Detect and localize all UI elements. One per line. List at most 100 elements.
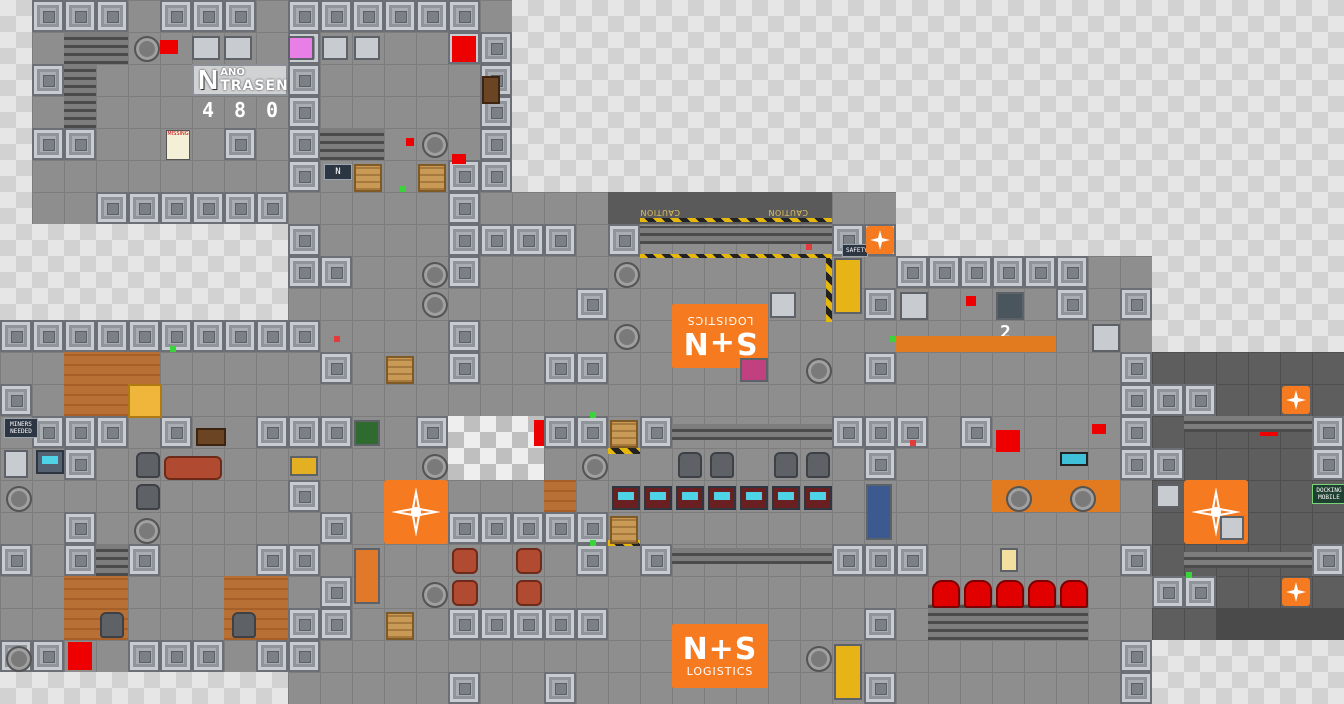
crate-top-a[interactable]: [354, 164, 382, 192]
conveyor-dock-b: [1184, 552, 1312, 568]
hazard-stripe-mid-a: [608, 448, 640, 454]
lounge-chair-c4[interactable]: [516, 580, 542, 606]
mining-console-left[interactable]: [4, 450, 28, 478]
lab-machine-top[interactable]: [224, 36, 252, 60]
star-pad-dock-top: [1282, 386, 1310, 414]
miners-needed-sign: MINERS NEEDED: [4, 418, 38, 438]
dock-floor-dark: [1216, 608, 1344, 640]
brown-table-top: [482, 76, 500, 104]
shutter-left-wing: [96, 544, 128, 576]
lounge-chair-c2[interactable]: [516, 548, 542, 574]
east-console-b[interactable]: [996, 292, 1024, 320]
lounge-chair-c3[interactable]: [452, 580, 478, 606]
room-number: 2: [1000, 322, 1011, 343]
blue-panel-mid[interactable]: [866, 484, 892, 540]
conveyor-mid-b: [672, 548, 832, 564]
vending-center[interactable]: [354, 548, 380, 604]
vent-logistics-e: [806, 646, 832, 672]
star-icon: [1286, 582, 1306, 602]
conveyor-east: [928, 604, 1088, 640]
crate-top-b[interactable]: [418, 164, 446, 192]
shutter-top-left-b: [96, 32, 128, 64]
vent-east-b: [1070, 486, 1096, 512]
east-console-c[interactable]: [1092, 324, 1120, 352]
star-icon: [1191, 487, 1241, 537]
floor-counter-digit-3: 0: [266, 98, 279, 122]
star-icon: [1286, 390, 1306, 410]
vent-left-a: [134, 518, 160, 544]
blood-splatter-east-2: [1092, 424, 1106, 434]
wood-floor-left-lower: [64, 576, 128, 640]
vent-center-d: [422, 582, 448, 608]
nt-sign: N: [324, 164, 352, 180]
blood-splatter-top-4: [406, 138, 414, 146]
blood-splatter-top-2: [452, 36, 476, 62]
conveyor-top: [640, 226, 832, 244]
console-top-right-b[interactable]: [354, 36, 380, 60]
vent-logistics-d: [582, 454, 608, 480]
hazard-stripe-vertical: [826, 258, 832, 322]
crate-mid-a[interactable]: [386, 356, 414, 384]
cargo-machine-a[interactable]: [770, 292, 796, 318]
star-icon: [391, 487, 441, 537]
crate-mid-b[interactable]: [386, 612, 414, 640]
vent-center-b: [422, 292, 448, 318]
chair-left-a[interactable]: [136, 452, 160, 478]
nt-star-pad-center: [384, 480, 448, 544]
office-chair-left-a[interactable]: [100, 612, 124, 638]
blood-splatter-top-3: [452, 154, 466, 164]
vent-center-c: [422, 454, 448, 480]
caution-label-left: CAUTION: [640, 208, 680, 217]
crate-logistics-b[interactable]: [610, 516, 638, 544]
vending-machine-top[interactable]: [192, 36, 220, 60]
checker-floor: [448, 416, 544, 480]
office-chair-left-b[interactable]: [232, 612, 256, 638]
shutter-top-mid: [320, 128, 384, 160]
blood-splatter-top-1: [160, 40, 178, 54]
east-poster: [1000, 548, 1018, 572]
wood-floor-left-lower-b: [224, 576, 288, 640]
blood-red-marker-left: [68, 642, 92, 670]
vent-left-b: [6, 486, 32, 512]
vent-top-mid: [422, 132, 448, 158]
dock-console-b[interactable]: [1220, 516, 1244, 540]
lounge-chair-c1[interactable]: [452, 548, 478, 574]
vent-top-left: [134, 36, 160, 62]
east-screen: [1060, 452, 1088, 466]
red-sofa-left[interactable]: [164, 456, 222, 480]
cargo-machine-b[interactable]: [740, 358, 768, 382]
vent-logistics-b: [614, 262, 640, 288]
console-top-right-a[interactable]: [322, 36, 348, 60]
caution-label-right: CAUTION: [768, 208, 808, 217]
yellow-table: [128, 384, 162, 418]
star-pad-logistics: [866, 226, 894, 254]
safety-sign: SAFETY: [842, 244, 868, 257]
star-pad-dock-bottom: [1282, 578, 1310, 606]
floor-counter-digit-2: 8: [234, 98, 247, 122]
blood-splatter-east-1: [996, 430, 1020, 452]
nanotrasen-logo: N ANO TRASEN: [192, 64, 288, 96]
shutter-top-left-a: [64, 32, 96, 128]
star-icon: [870, 230, 890, 250]
chair-left-b[interactable]: [136, 484, 160, 510]
vent-center-a: [422, 262, 448, 288]
east-console-a[interactable]: [900, 292, 928, 320]
missing-poster[interactable]: MISSING: [166, 130, 190, 160]
plant-pot: [354, 420, 380, 446]
vent-left-c: [6, 646, 32, 672]
vent-logistics-c: [806, 358, 832, 384]
crate-logistics-a[interactable]: [610, 420, 638, 448]
console-pink[interactable]: [288, 36, 314, 60]
yellow-loader-top[interactable]: [834, 258, 862, 314]
vent-east-a: [1006, 486, 1032, 512]
logistics-pad-bottom: N+S LOGISTICS: [672, 624, 768, 688]
dock-console-a[interactable]: [1156, 484, 1180, 508]
console-left-a[interactable]: [36, 450, 64, 474]
rover-yellow[interactable]: [290, 456, 318, 476]
hazard-stripe-2: [640, 254, 832, 258]
blood-splatter-center: [534, 420, 544, 446]
blood-splatter-east-3: [966, 296, 976, 306]
yellow-loader-bottom[interactable]: [834, 644, 862, 700]
brown-table-left-a: [196, 428, 226, 446]
